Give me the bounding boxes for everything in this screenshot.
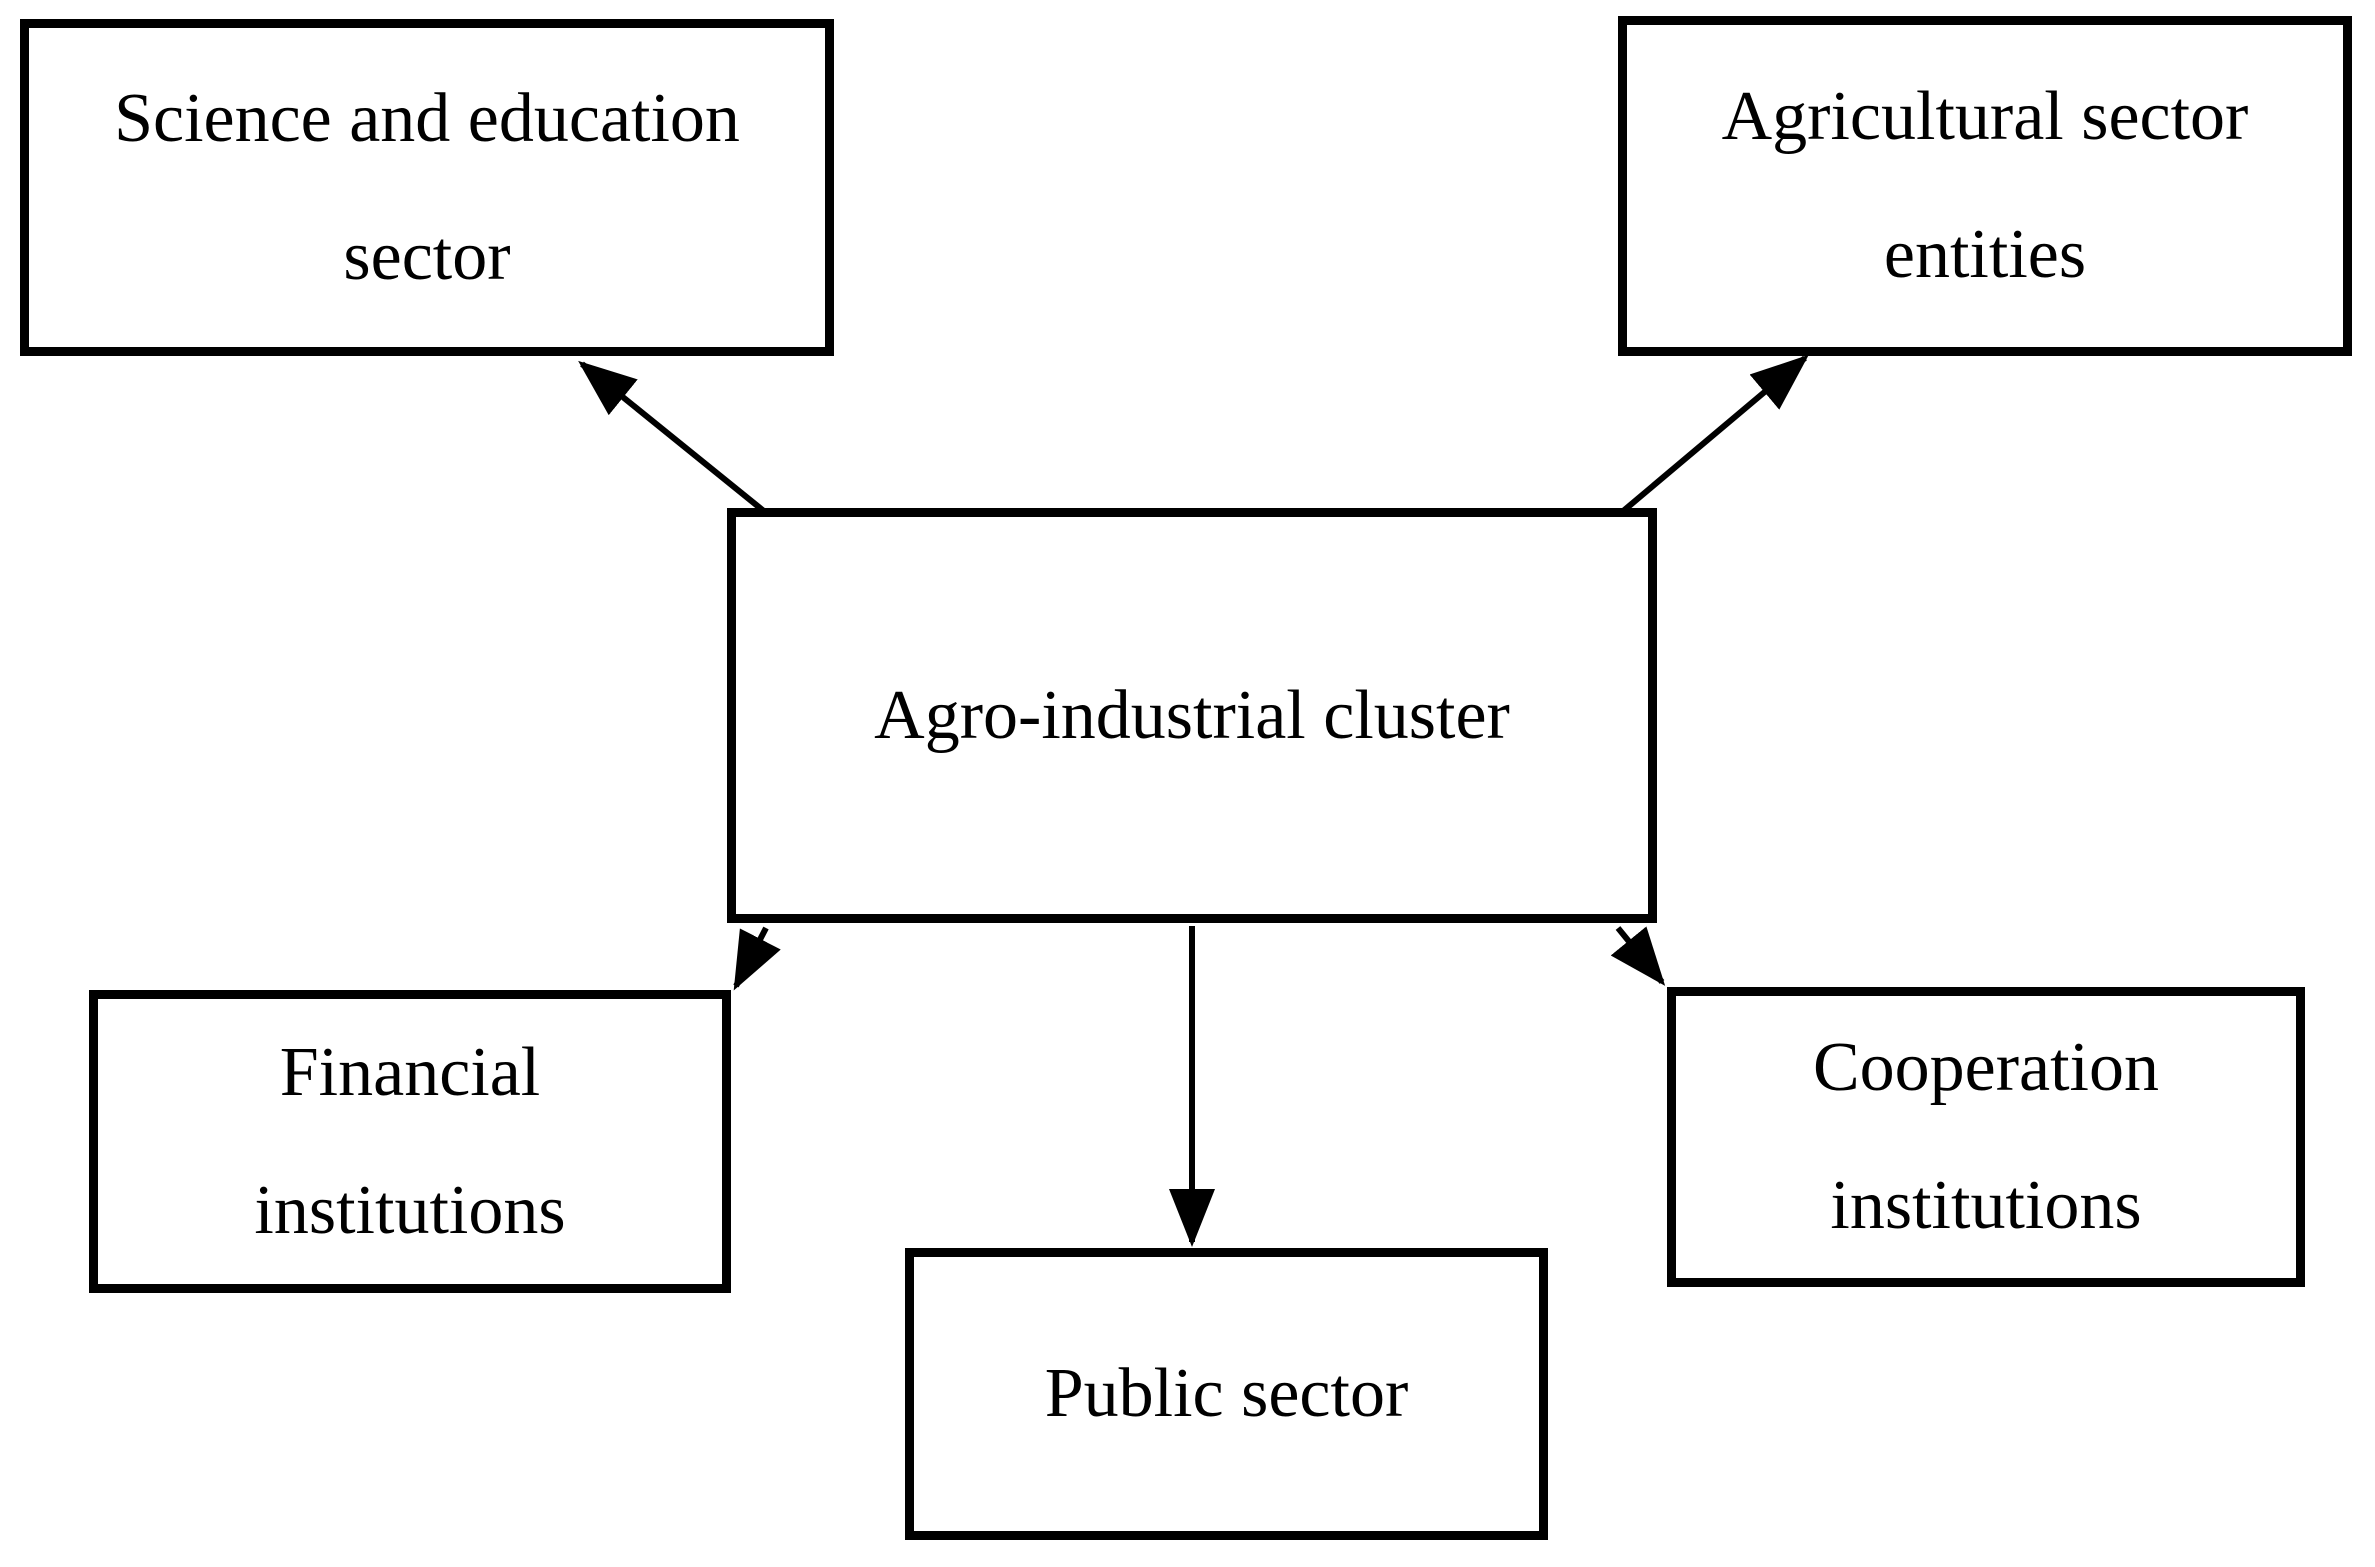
edge-center-to-science-arrow [578, 360, 767, 515]
edge-center-to-financial-arrow [733, 926, 781, 991]
node-science-and-education-sector: Science and education sector [20, 19, 834, 356]
edge-center-to-agricultural-arrow [1620, 354, 1809, 515]
node-label-line: Cooperation [1812, 1029, 2160, 1106]
node-label-line: Agricultural sector [1721, 78, 2249, 155]
node-financial-institutions: Financial institutions [89, 990, 731, 1293]
node-agro-industrial-cluster: Agro-industrial cluster [727, 508, 1657, 923]
node-cooperation-institutions: Cooperation institutions [1667, 987, 2305, 1287]
node-label-line: entities [1883, 216, 2087, 293]
node-label-line: institutions [254, 1171, 566, 1249]
node-label-line: Public sector [1044, 1355, 1409, 1432]
node-label-line: Science and education [114, 79, 740, 157]
node-label-line: sector [343, 217, 511, 295]
node-label-line: institutions [1830, 1167, 2142, 1244]
node-agricultural-sector-entities: Agricultural sector entities [1618, 16, 2352, 356]
node-label-line: Agro-industrial cluster [874, 676, 1510, 754]
edge-center-to-cooperation-arrow [1610, 926, 1666, 986]
node-label-line: Financial [279, 1033, 541, 1111]
node-public-sector: Public sector [905, 1248, 1548, 1540]
